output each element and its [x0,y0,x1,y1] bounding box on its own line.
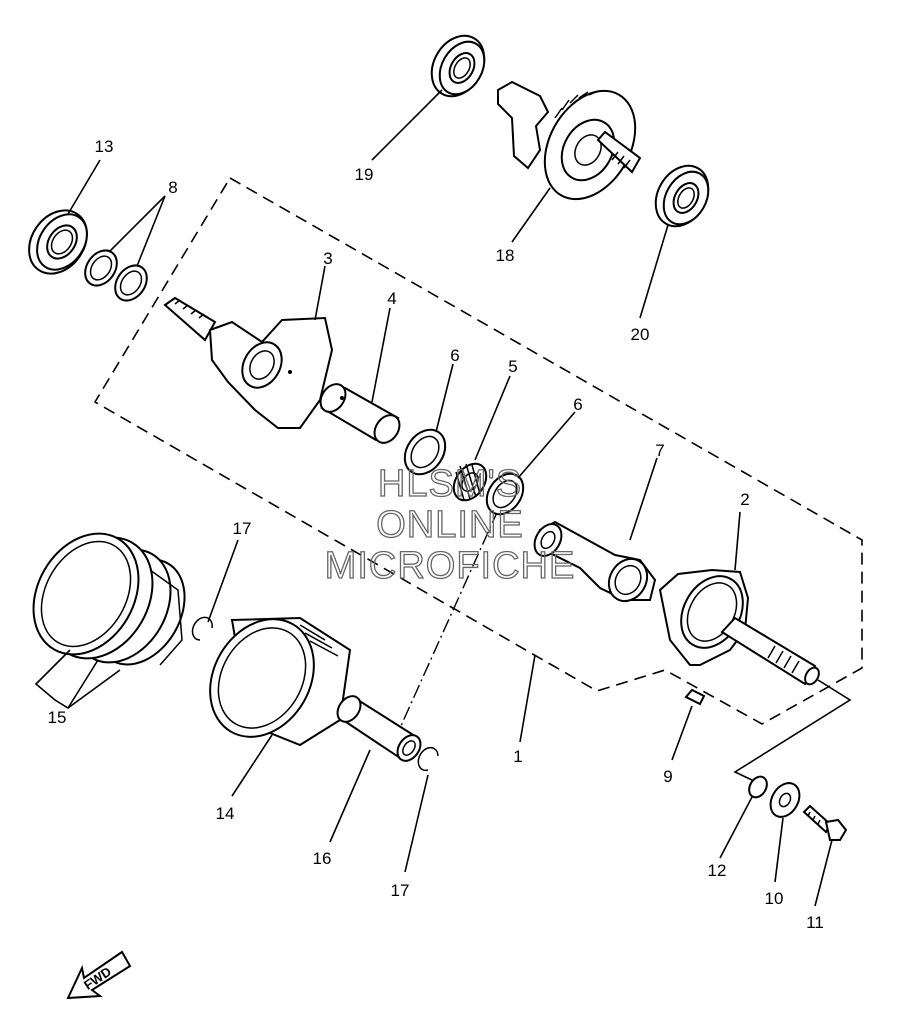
leader-12 [719,796,753,859]
leader-19 [371,89,443,161]
callout-4: 4 [387,289,396,308]
callout-15: 15 [48,708,67,727]
callout-5: 5 [508,357,517,376]
leader-2 [734,511,741,571]
crankshaft-assembly-boundary [93,176,863,725]
leader-8b [136,195,166,267]
leader-18 [511,187,551,243]
balancer-shaft-18 [497,80,642,201]
callout-8: 8 [168,178,177,197]
callout-9: 9 [663,767,672,786]
callout-14: 14 [216,804,235,823]
watermark-line2: ONLINE [376,504,523,546]
bearing-19 [430,34,486,98]
callout-3: 3 [323,249,332,268]
leader-9 [671,705,693,761]
bolt-11 [802,804,848,841]
leader-5 [474,375,511,461]
leader-16 [329,749,371,843]
callout-13: 13 [95,137,114,156]
circlip-17b [417,746,439,772]
fwd-arrow-icon: FWD [66,950,132,1000]
leader-3 [314,265,326,321]
o-ring-12 [748,775,768,799]
leader-6a [435,363,454,433]
bearing-20 [654,164,710,228]
callout-20: 20 [631,325,650,344]
key-9 [684,688,706,706]
callout-19: 19 [355,165,374,184]
callout-6b: 6 [573,395,582,414]
leader-10 [774,817,784,883]
callout-17a: 17 [233,519,252,538]
leader-8a [108,195,166,253]
callout-2: 2 [740,490,749,509]
washer-10 [769,782,801,818]
callout-7: 7 [655,441,664,460]
callout-18: 18 [496,246,515,265]
leader-7 [629,457,658,541]
leader-15 [34,649,121,709]
piston-pin-16 [336,695,422,762]
leader-6b [517,411,576,479]
circlip-17a [191,616,213,641]
alignment-line [399,487,509,729]
leader-20 [639,224,669,319]
callout-11: 11 [806,913,824,932]
callout-17b: 17 [391,881,410,900]
connecting-rod-7 [533,520,657,603]
watermark-line1: HLSM'S [378,463,522,505]
needle-bearing-5 [452,462,488,502]
leader-14 [231,734,273,797]
shim-8 [84,249,148,302]
callout-1: 1 [513,747,522,766]
leader-bolt-assembly [733,679,852,781]
leader-17b [404,774,429,873]
watermark-line3: MICROFICHE [325,545,576,587]
watermark: HLSM'S ONLINE MICROFICHE [324,462,576,587]
callout-10: 10 [765,889,784,908]
piston-rings-15 [32,532,186,666]
leader-1 [519,654,536,743]
callout-16: 16 [313,849,332,868]
crank-pin-4 [319,383,401,444]
washer-6a [403,428,447,476]
bearing-13 [28,209,88,275]
leader-17a [207,539,239,623]
crank-3 [163,296,334,429]
leader-13 [67,159,101,215]
washer-6b [485,472,525,516]
callout-6a: 6 [450,346,459,365]
leader-4 [371,307,391,403]
leader-11 [814,839,833,907]
crank-2 [658,568,820,686]
piston-14 [209,616,352,747]
callout-12: 12 [708,861,727,880]
